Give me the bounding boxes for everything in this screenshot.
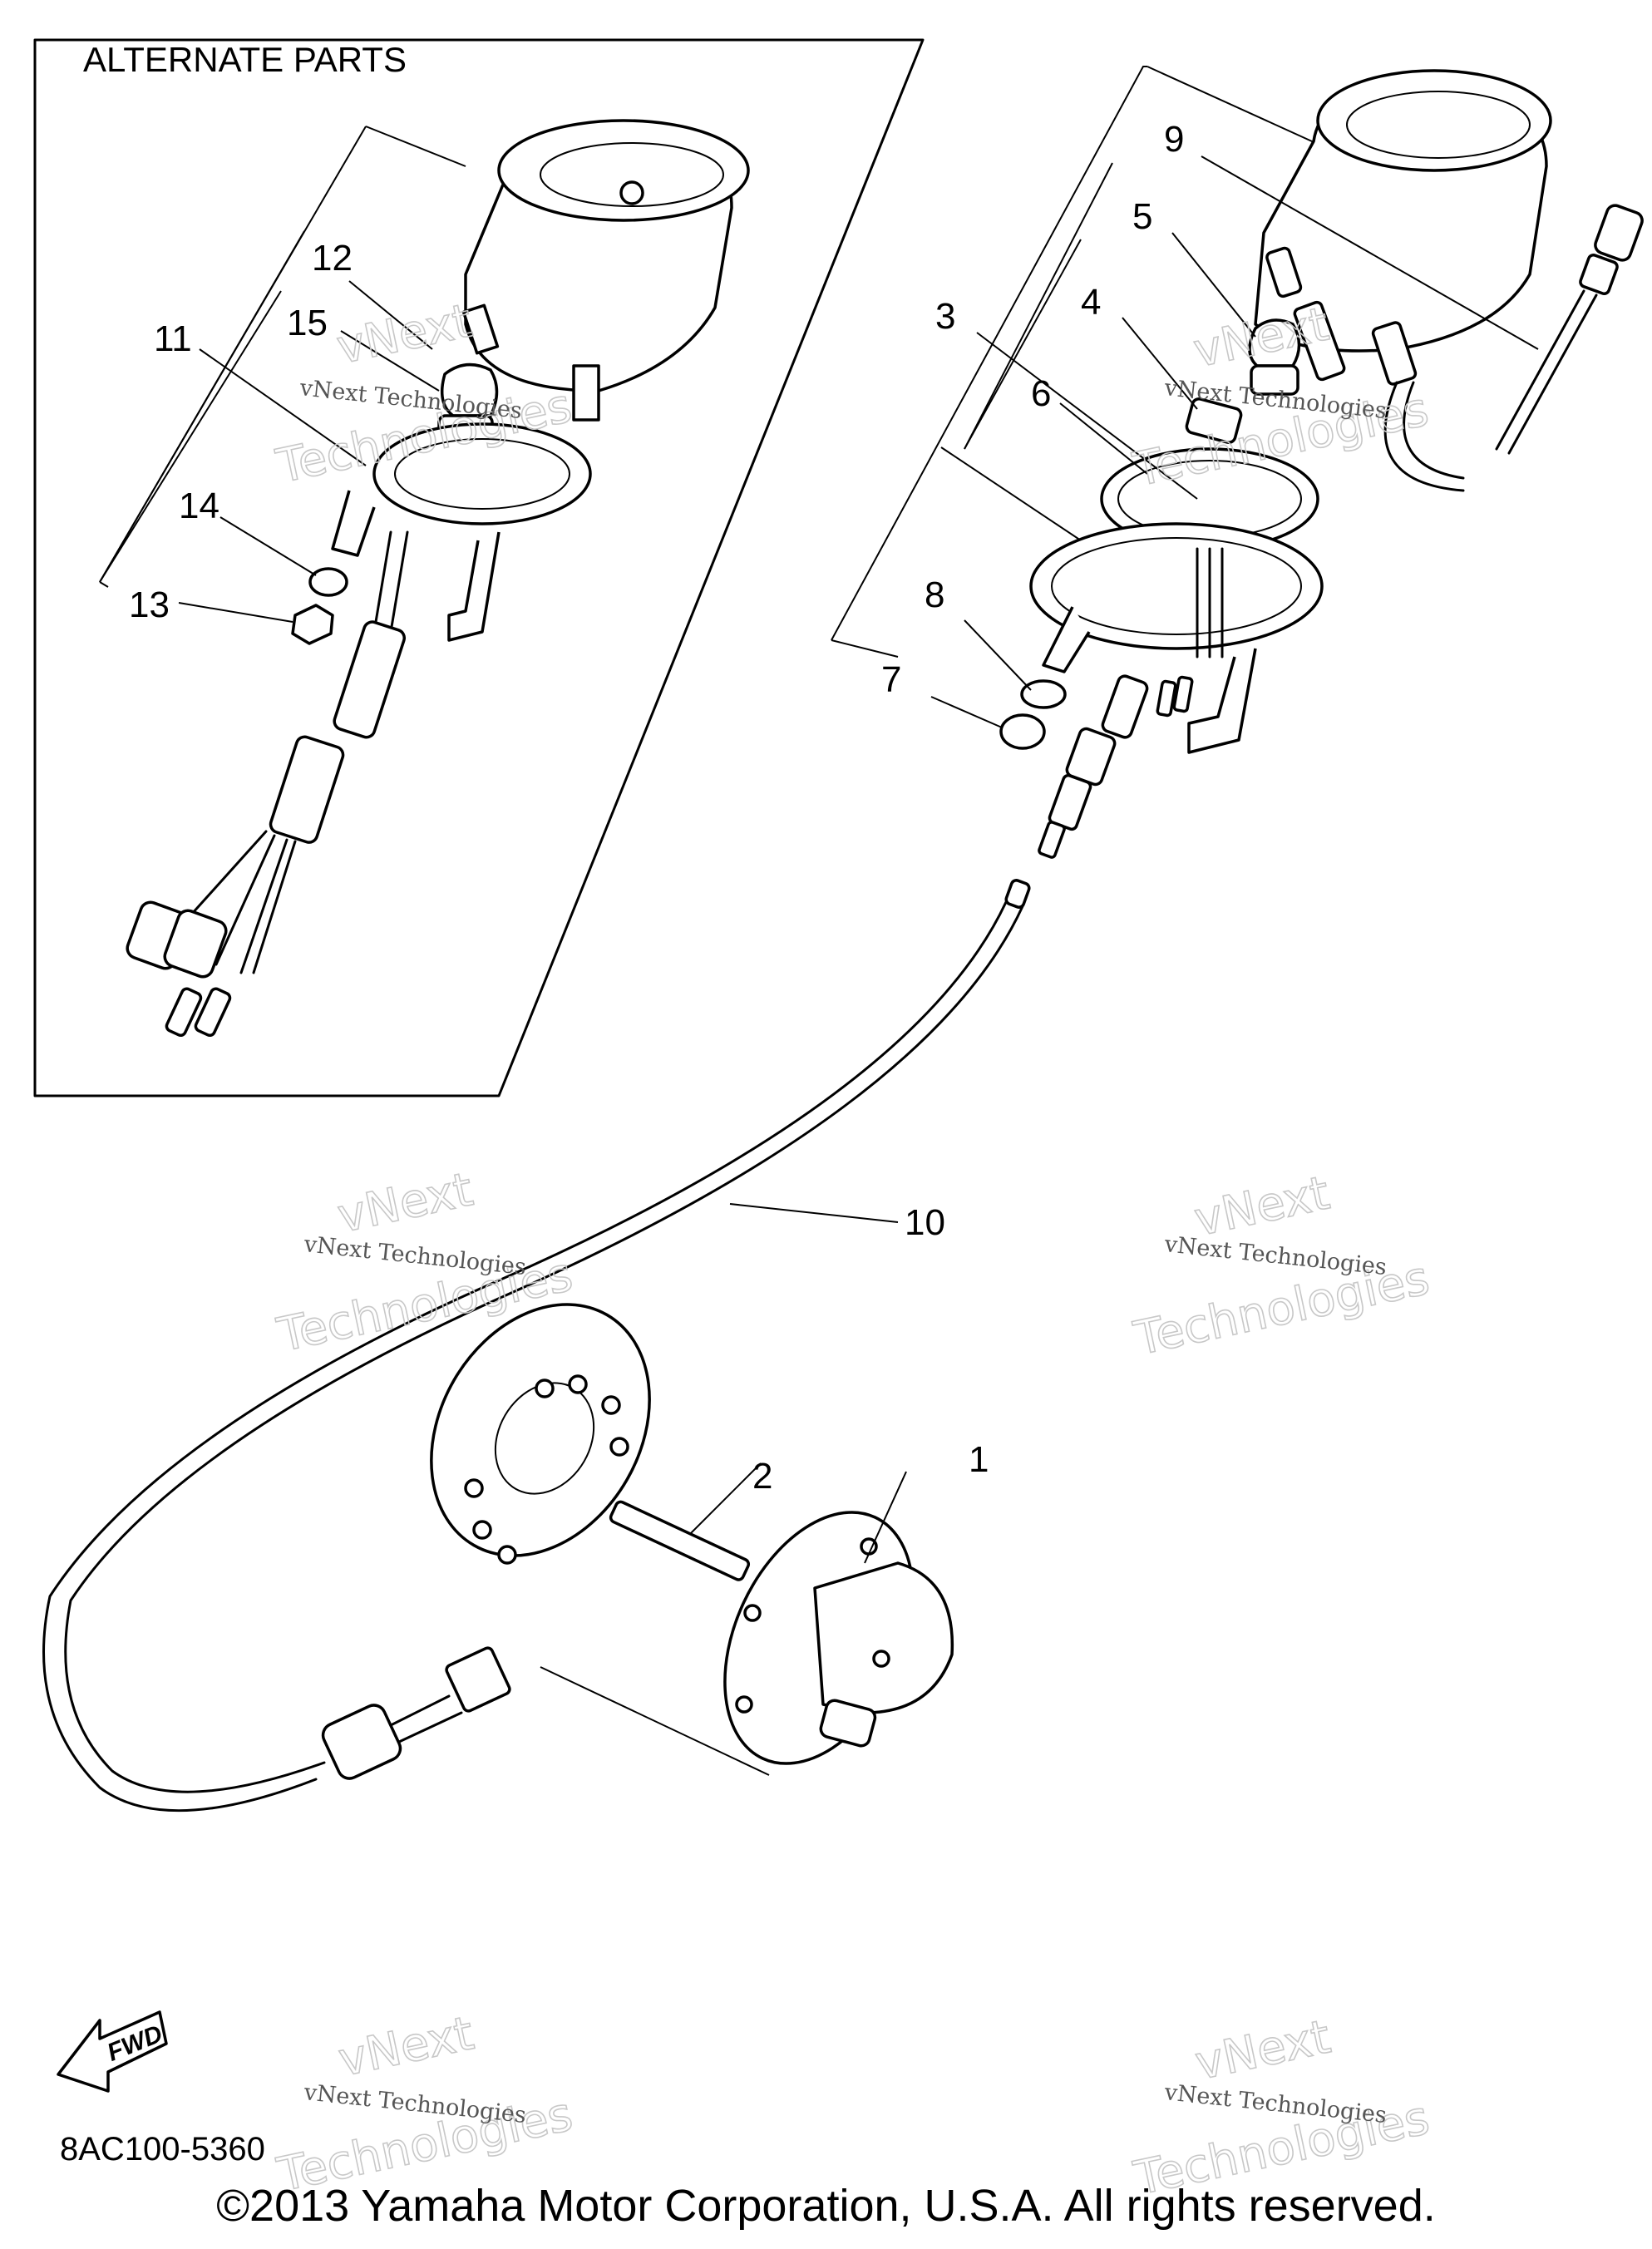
callout-12: 12	[312, 238, 353, 279]
alternate-parts-panel: ALTERNATE PARTS	[33, 38, 925, 1097]
main-socket	[1185, 397, 1243, 445]
svg-text:vNext: vNext	[1190, 1166, 1334, 1247]
svg-text:vNext: vNext	[334, 2006, 479, 2088]
watermark-text: vNext Technologies	[1162, 1231, 1388, 1280]
copyright-notice: ©2013 Yamaha Motor Corporation, U.S.A. A…	[216, 2181, 1436, 2231]
callout-7: 7	[881, 659, 901, 700]
gauge-fitting	[1383, 204, 1644, 492]
speedometer-gauge	[1254, 69, 1552, 386]
callout-11: 11	[154, 318, 192, 359]
svg-text:vNext: vNext	[333, 293, 477, 375]
watermark-text: vNext Technologies	[302, 1231, 527, 1280]
main-bracket	[1029, 522, 1324, 754]
callout-5: 5	[1132, 196, 1152, 237]
speedometer-cable	[42, 879, 1031, 1813]
alternate-gauge	[461, 119, 750, 422]
drive-disc	[430, 1303, 651, 1565]
callout-labels: 1 2 3 4 5 6 7 8 9 10 11 12 13 14 15	[129, 119, 1184, 1497]
diagram-code: 8AC100-5360	[60, 2131, 265, 2168]
nut-13	[291, 604, 334, 645]
washer-14	[308, 567, 348, 597]
main-gauge-assembly	[831, 66, 1644, 859]
callout-10: 10	[905, 1202, 945, 1243]
callout-3: 3	[935, 296, 955, 337]
callout-9: 9	[1164, 119, 1184, 160]
callout-15: 15	[287, 303, 328, 343]
alternate-wire-harness	[126, 530, 409, 1038]
panel-title: ALTERNATE PARTS	[83, 40, 407, 79]
fwd-arrow: FWD	[57, 2010, 168, 2093]
spacer-7	[999, 713, 1046, 750]
svg-text:vNext: vNext	[1191, 2010, 1335, 2091]
svg-text:vNext: vNext	[333, 1162, 478, 1244]
drive-shaft	[609, 1462, 762, 1581]
speedometer-gear-unit	[540, 1471, 954, 1776]
watermark-text: vNext Technologies	[1162, 2079, 1388, 2128]
cable-end-connector	[1038, 674, 1194, 859]
callout-4: 4	[1081, 282, 1101, 323]
callout-6: 6	[1031, 373, 1051, 414]
callout-8: 8	[925, 575, 944, 615]
washer-8	[1020, 679, 1067, 709]
main-bulb	[1248, 318, 1301, 396]
callout-13: 13	[129, 584, 170, 625]
callout-1: 1	[969, 1439, 989, 1480]
alternate-bracket	[331, 422, 592, 642]
callout-14: 14	[179, 486, 219, 526]
callout-2: 2	[752, 1456, 772, 1497]
